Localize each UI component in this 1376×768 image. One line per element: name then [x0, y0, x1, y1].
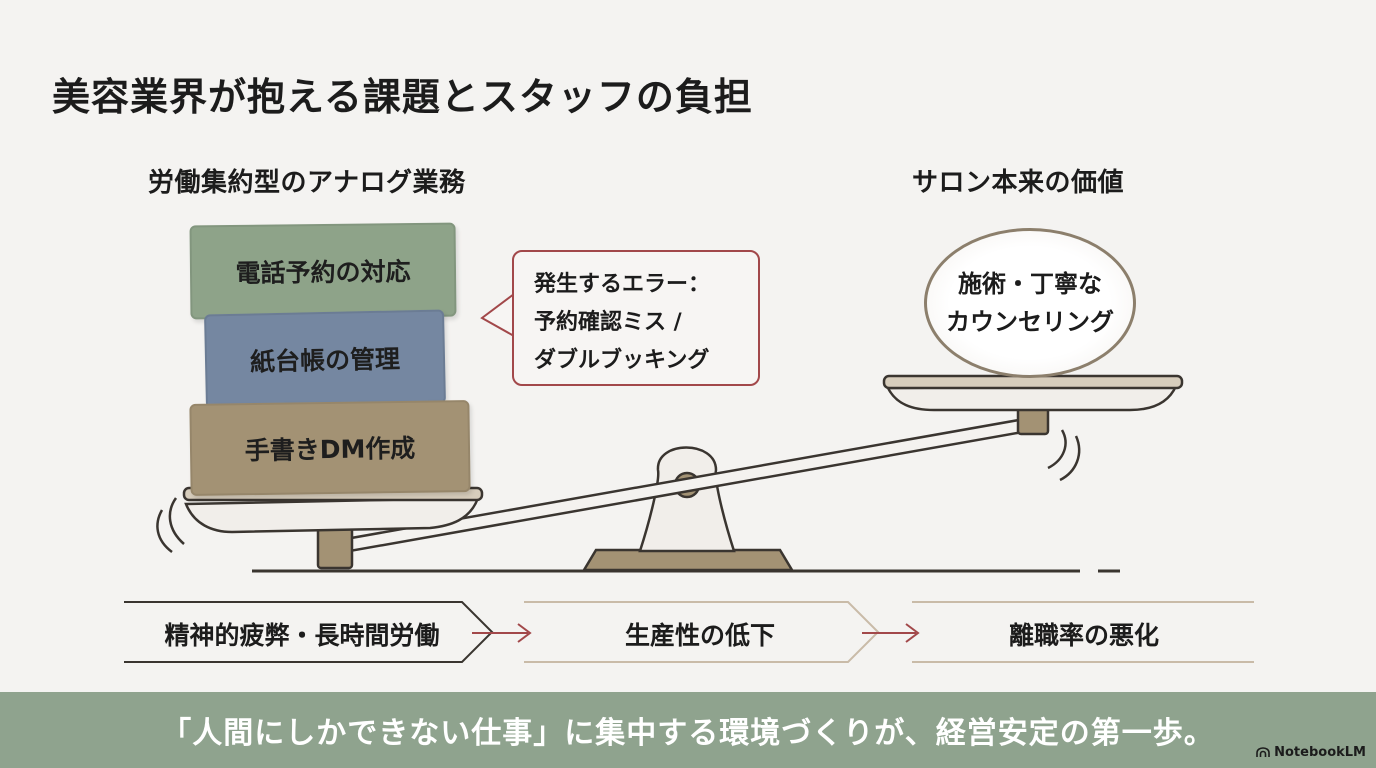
flow-step-productivity: 生産性の低下: [624, 621, 775, 650]
flow-step-fatigue: 精神的疲弊・長時間労働: [164, 621, 440, 650]
left-motion-mark-1: [168, 497, 185, 545]
banner-text: 「人間にしかできない仕事」に集中する環境づくりが、経営安定の第一歩。: [161, 716, 1215, 751]
salon-value-circle: 施術・丁寧な カウンセリング: [924, 228, 1136, 378]
callout-tail: [480, 293, 515, 337]
message-banner: 「人間にしかできない仕事」に集中する環境づくりが、経営安定の第一歩。: [0, 692, 1376, 768]
callout-line-3: ダブルブッキング: [534, 348, 710, 373]
phone-reservation-label: 電話予約の対応: [235, 257, 411, 288]
flow-arrow-1-head: [517, 623, 532, 643]
flow-step-3-outline: [912, 601, 1254, 663]
callout-line-1: 発生するエラー：: [534, 272, 711, 297]
callout-line-2: 予約確認ミス /: [534, 310, 682, 335]
right-pan: [885, 384, 1178, 412]
error-callout: 発生するエラー： 予約確認ミス / ダブルブッキング: [512, 250, 760, 386]
page-title: 美容業界が抱える課題とスタッフの負担: [52, 75, 753, 119]
handwritten-dm-label: 手書きDM作成: [244, 433, 416, 466]
brand-mark: NotebookLM: [1256, 745, 1366, 760]
circle-line-2: カウンセリング: [946, 308, 1114, 336]
circle-line-1: 施術・丁寧な: [958, 270, 1102, 298]
left-motion-mark-2: [156, 509, 173, 553]
flow-arrow-2-head: [905, 623, 920, 643]
left-pan: [184, 496, 480, 534]
notebooklm-logo-icon: [1256, 747, 1270, 757]
handwritten-dm-box: 手書きDM作成: [189, 400, 471, 496]
paper-ledger-box: 紙台帳の管理: [204, 309, 446, 409]
analog-work-heading: 労働集約型のアナログ業務: [148, 168, 466, 198]
phone-reservation-box: 電話予約の対応: [189, 222, 457, 320]
fulcrum-body: [638, 446, 736, 553]
salon-value-heading: サロン本来の価値: [912, 168, 1125, 198]
right-motion-mark-1: [1047, 429, 1067, 470]
fulcrum-base: [581, 548, 795, 572]
flow-step-turnover: 離職率の悪化: [1008, 621, 1159, 650]
paper-ledger-label: 紙台帳の管理: [249, 344, 401, 377]
brand-label: NotebookLM: [1274, 745, 1366, 760]
right-motion-mark-2: [1059, 435, 1081, 482]
